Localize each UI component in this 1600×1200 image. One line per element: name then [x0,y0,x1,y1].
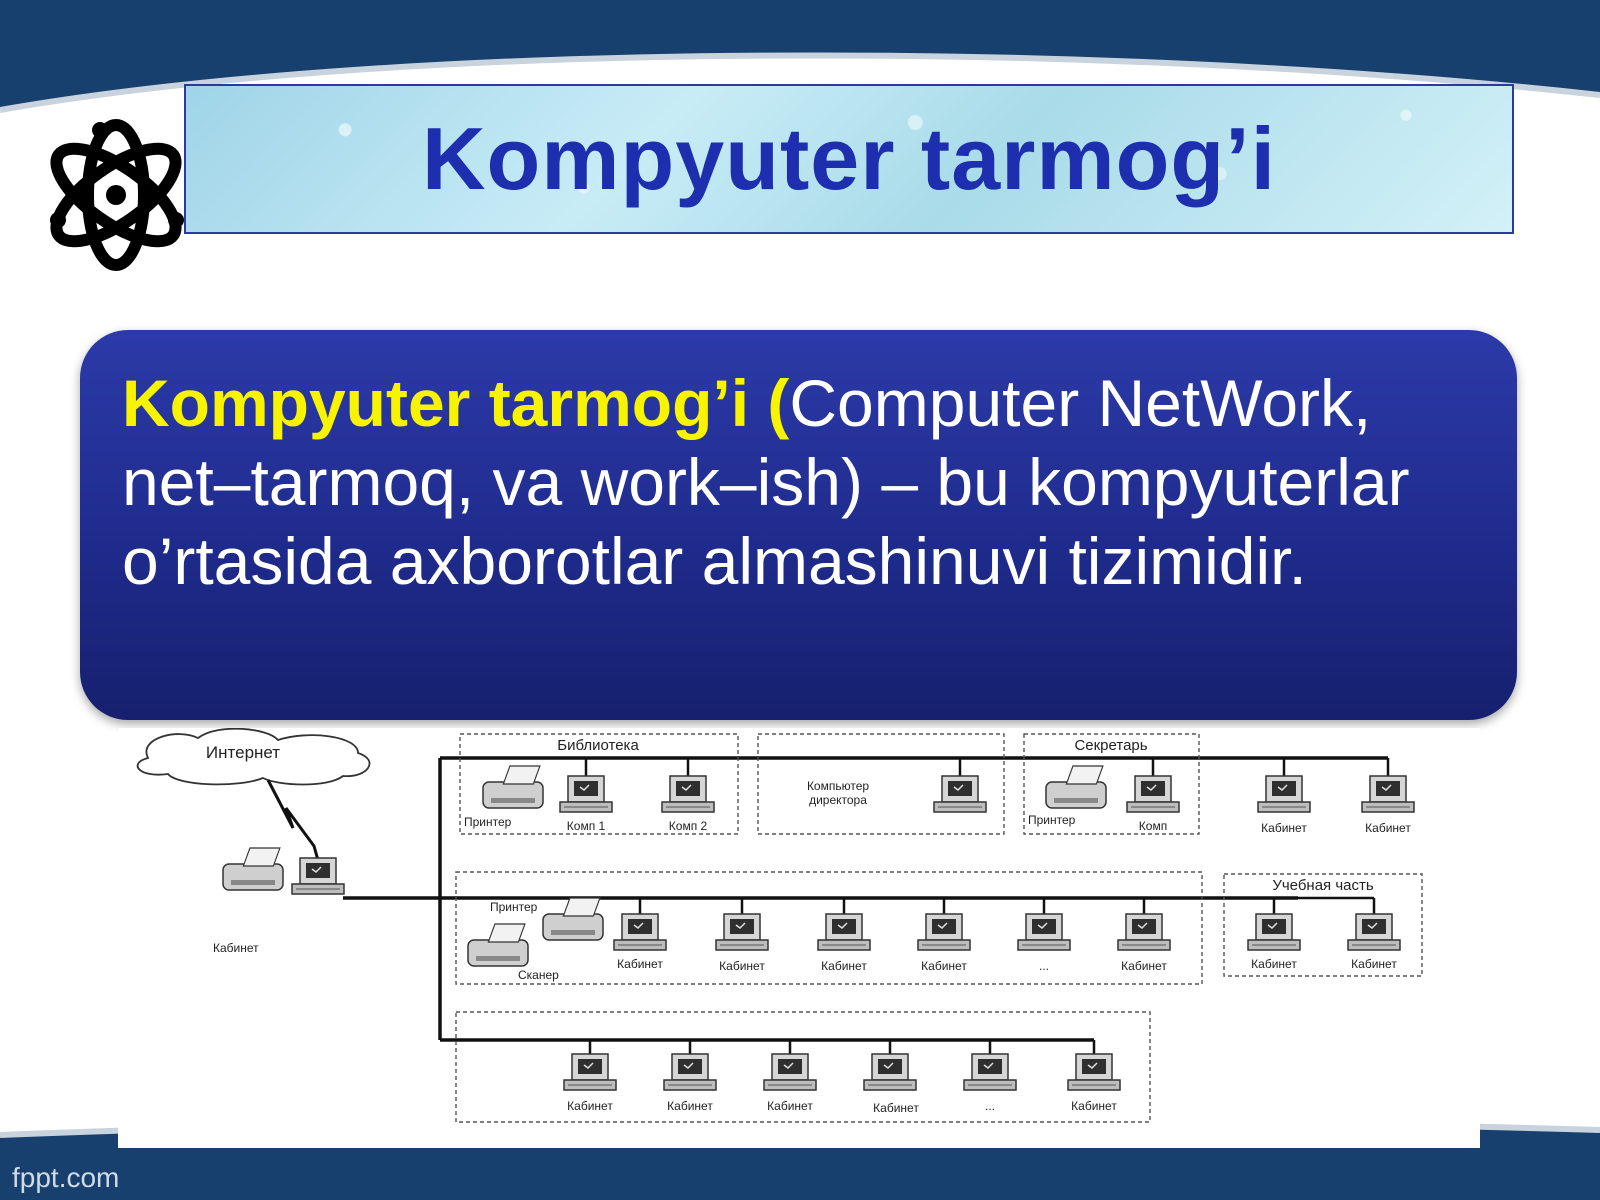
director-label-2: директора [809,793,867,807]
cabinet-label-r2f: Кабинет [1251,957,1297,971]
internet-label: Интернет [206,743,280,762]
scanner-label: Сканер [518,968,559,982]
cabinet-label-r3a: Кабинет [567,1099,613,1113]
cabinet-label-r3e: Кабинет [1071,1099,1117,1113]
printer-label-secretary: Принтер [1028,813,1076,827]
internet-cloud-icon [136,728,371,786]
cabinet-label-r2e: Кабинет [1121,959,1167,973]
group-secretary-label: Секретарь [1074,737,1147,754]
cabinet-label-r2c: Кабинет [821,959,867,973]
comp2-label: Комп 2 [669,819,708,833]
printer-label-row2: Принтер [490,900,538,914]
network-diagram: Интернет Кабинет Библиотека Секретарь Уч… [118,728,1480,1148]
cabinet-label-r3c: Кабинет [767,1099,813,1113]
group-library-label: Библиотека [557,737,639,754]
director-label-1: Компьютер [807,779,869,793]
footer-brand: fppt.com [12,1162,120,1193]
cabinet-label-r2g: Кабинет [1351,957,1397,971]
left-cabinet-label: Кабинет [213,941,259,955]
atom-logo-icon [50,119,184,271]
cabinet-label-r1b: Кабинет [1365,821,1411,835]
cabinet-label-r2d: Кабинет [921,959,967,973]
definition-term: Kompyuter tarmog’i ( [122,366,790,440]
ellipsis-label-r3: ... [985,1099,995,1113]
definition-text: Computer NetWork, net–tarmoq, va work–is… [122,366,1410,598]
ellipsis-label-r2: ... [1039,959,1049,973]
definition-box: Kompyuter tarmog’i (Computer NetWork, ne… [80,330,1517,720]
comp-label: Комп [1139,819,1167,833]
printer-label-library: Принтер [464,815,512,829]
cabinet-label-r3d: Кабинет [873,1101,919,1115]
cabinet-label-r2a: Кабинет [617,957,663,971]
cabinet-label-r3b: Кабинет [667,1099,713,1113]
slide-title: Kompyuter tarmog’i [421,109,1277,208]
comp1-label: Комп 1 [567,819,606,833]
title-box: Kompyuter tarmog’i [184,84,1514,234]
cabinet-label-r2b: Кабинет [719,959,765,973]
group-study-label: Учебная часть [1272,877,1374,894]
cabinet-label-r1a: Кабинет [1261,821,1307,835]
